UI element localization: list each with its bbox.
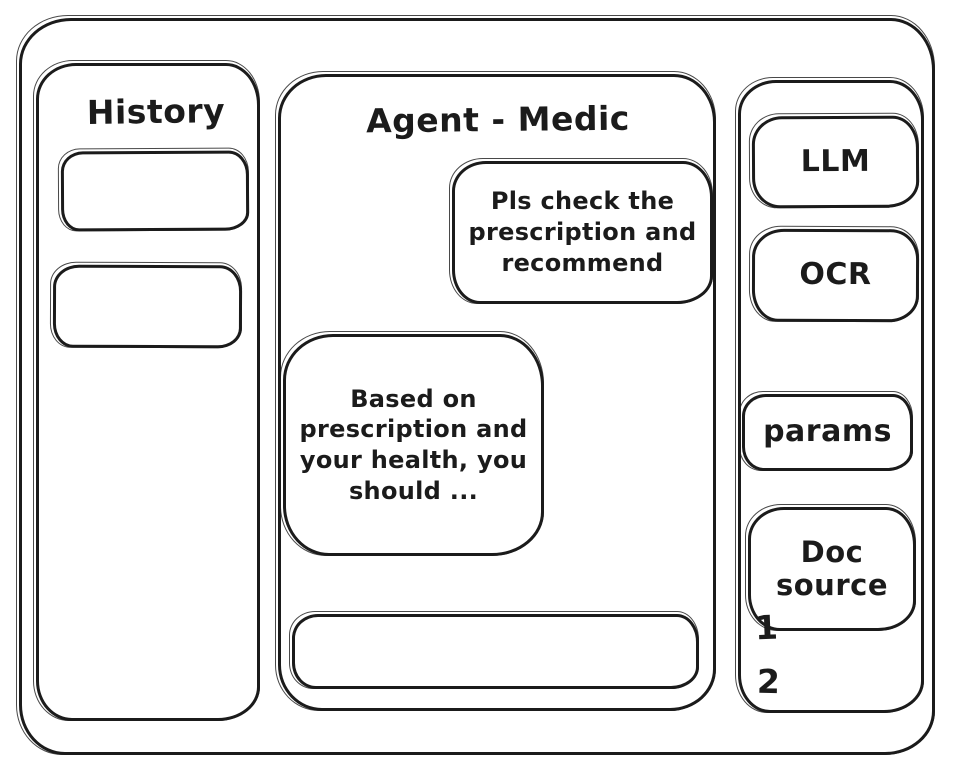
ocr-button-label: OCR [799, 257, 872, 293]
user-message-bubble: Pls check the prescription and recommend [449, 158, 713, 304]
history-title: History [86, 91, 226, 132]
message-input[interactable] [295, 617, 696, 686]
assistant-message-text: Based on prescription and your health, y… [299, 384, 528, 505]
params-button[interactable]: params [739, 391, 913, 471]
assistant-message-bubble: Based on prescription and your health, y… [280, 331, 544, 556]
user-message-text: Pls check the prescription and recommend [468, 187, 697, 277]
llm-button[interactable]: LLM [751, 115, 920, 209]
ocr-button[interactable]: OCR [751, 228, 920, 323]
history-item[interactable] [52, 264, 243, 349]
doc-source-button-label: Doc source [776, 534, 888, 602]
message-input-box[interactable] [289, 611, 699, 689]
llm-button-label: LLM [800, 143, 871, 179]
doc-source-item[interactable]: 1 [754, 607, 779, 648]
doc-source-button[interactable]: Doc source [745, 504, 916, 631]
history-item[interactable] [60, 150, 250, 232]
chat-title: Agent - Medic [365, 98, 631, 141]
params-button-label: params [763, 414, 892, 450]
doc-source-item[interactable]: 2 [756, 661, 781, 702]
